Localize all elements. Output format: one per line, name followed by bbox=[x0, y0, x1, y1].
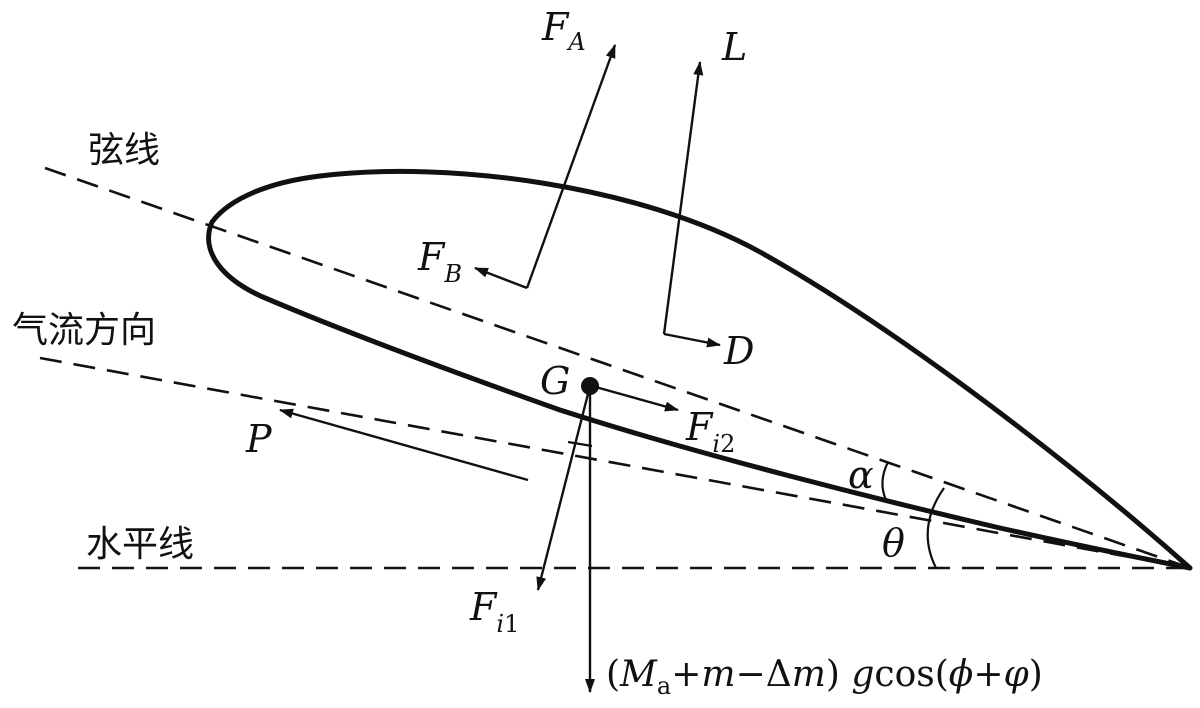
thrust-P-label: P bbox=[245, 417, 273, 461]
alpha-label: α bbox=[848, 453, 874, 497]
force-FA-label: FA bbox=[541, 5, 586, 56]
alpha-angle-arc bbox=[881, 461, 889, 501]
airflow-direction-line bbox=[39, 356, 1191, 570]
force-Fi2-arrow bbox=[591, 384, 679, 412]
airfoil-outline bbox=[206, 168, 1193, 571]
chord-line-label: 弦线 bbox=[88, 130, 160, 171]
gravity-center-label: G bbox=[540, 359, 570, 403]
drag-D-label: D bbox=[723, 329, 754, 373]
gravity-center-point bbox=[581, 377, 599, 395]
theta-label: θ bbox=[882, 521, 905, 565]
lift-L-arrow bbox=[662, 61, 704, 335]
airflow-direction-label: 气流方向 bbox=[12, 310, 156, 351]
chord-line bbox=[44, 166, 1191, 570]
force-Fi1-arrow bbox=[536, 385, 592, 591]
perpendicular-tick bbox=[567, 440, 593, 448]
force-FA-arrow bbox=[525, 44, 617, 289]
thrust-P-arrow bbox=[279, 408, 529, 482]
force-FB-label: FB bbox=[417, 235, 462, 288]
gravity-component-formula: (Ma+m−Δm) gcos(ϕ+φ) bbox=[606, 654, 1043, 700]
force-FB-arrow bbox=[474, 266, 528, 290]
force-Fi1-label: Fi1 bbox=[469, 585, 519, 638]
force-Fi2-label: Fi2 bbox=[685, 405, 735, 458]
lift-L-label: L bbox=[721, 25, 747, 69]
horizontal-line-label: 水平线 bbox=[86, 524, 194, 565]
theta-angle-arc bbox=[926, 487, 945, 569]
drag-D-arrow bbox=[663, 332, 721, 348]
